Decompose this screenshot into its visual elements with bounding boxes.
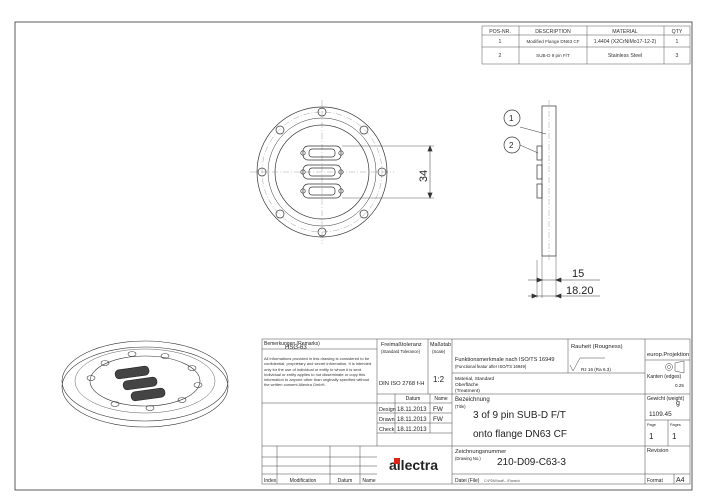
scale-value: 1:2 — [433, 375, 445, 384]
edges-label: Kanten (edges) — [647, 374, 682, 380]
surface-label: Oberfläche — [455, 382, 479, 388]
drawing-number-label: Zeichnungsnummer — [455, 449, 506, 455]
dimension-34: 34 — [418, 170, 430, 182]
parts-list-table — [481, 25, 691, 65]
date-header: Datum — [406, 396, 421, 402]
weight-unit: g — [676, 400, 680, 407]
disclaimer-text: All informations provided in this drawin… — [264, 356, 372, 388]
title-sub: (Title) — [455, 404, 466, 409]
tolerance-sub: (Standard Tolerance) — [381, 349, 421, 354]
check-date: 18.11.2013 — [397, 427, 427, 433]
modification-label: Modification — [290, 478, 317, 484]
balloon-1-label: 1 — [509, 114, 514, 123]
modification-name-label: Name — [362, 478, 376, 484]
scale-label: Maßstab — [430, 342, 451, 348]
format-label: Format — [647, 478, 663, 484]
design-name: FW — [433, 406, 444, 413]
drawn-label: Drawn — [379, 417, 395, 423]
title-line-2: onto flange DN63 CF — [473, 429, 567, 440]
sheet-border — [14, 21, 693, 491]
flange-front-view — [250, 100, 434, 244]
pages-label: Pages — [670, 423, 681, 427]
format-value: A4 — [676, 477, 685, 484]
remarks-value: HSG-63 — [285, 345, 307, 351]
parts-header-pos: POS-NR. — [489, 29, 511, 35]
allectra-logo: allectra — [389, 457, 438, 473]
revision-label: Revision — [647, 448, 668, 454]
features-label: Funktionsmerkmale nach ISO/TS 16949 — [455, 357, 555, 363]
design-label: Design — [379, 407, 396, 413]
tolerance-value: DIN ISO 2768 f-H — [379, 381, 424, 387]
parts-header-material: MATERIAL — [612, 29, 638, 35]
dimension-18-20: 18.20 — [566, 285, 594, 297]
check-label: Check — [379, 427, 395, 433]
treatment-label: (Treatment) — [455, 388, 480, 394]
parts-row-1-description: Modified Flange DN63 CF — [526, 39, 579, 44]
title-block — [261, 338, 691, 485]
parts-row-2-pos: 2 — [499, 53, 502, 59]
logo-accent — [394, 458, 400, 464]
modification-date-label: Datum — [338, 478, 353, 484]
name-header: Name — [434, 396, 448, 402]
parts-row-2-qty: 3 — [676, 53, 679, 59]
parts-row-1-pos: 1 — [499, 39, 502, 45]
parts-row-2-material: Stainless Steel — [608, 53, 642, 59]
pages-number: 1 — [672, 432, 677, 441]
weight-label: Gewicht (weight) — [647, 396, 685, 402]
parts-header-description: DESCRIPTION — [535, 29, 571, 35]
dimension-15: 15 — [572, 268, 584, 280]
design-date: 18.11.2013 — [397, 407, 427, 413]
tolerance-label: Freimaßtoleranz — [381, 342, 422, 348]
roughness-label: Rauheit (Rougness) — [571, 344, 623, 350]
parts-row-2-description: SUB-D 9 pin F/T — [536, 53, 570, 58]
projection-label: europ.Projektion — [647, 352, 689, 358]
roughness-value: Rz 16 (Ra 6.3) — [581, 367, 611, 372]
drawn-date: 18.11.2013 — [397, 417, 427, 423]
drawing-number: 210-D09-C63-3 — [497, 457, 566, 468]
material-label: Material, Standard — [455, 376, 495, 382]
file-label: Datei (File) — [455, 478, 480, 484]
features-sub: (Functional featur after ISO/TS 16949) — [455, 364, 527, 369]
flange-side-view — [503, 100, 600, 299]
parts-row-1-qty: 1 — [676, 39, 679, 45]
page-number: 1 — [649, 432, 654, 441]
balloon-2-label: 2 — [509, 141, 514, 150]
file-value: C:\PDMVault\...\Flansch — [484, 479, 520, 483]
remarks-label: Bemerkungen (Remarks) — [264, 341, 320, 347]
flange-isometric-view — [61, 340, 229, 428]
parts-row-1-material: 1.4404 (X2CrNiMo17-12-2) — [594, 39, 657, 45]
drawing-number-sub: (Drawing No.) — [455, 456, 481, 461]
title-label: Bezeichnung — [455, 397, 490, 403]
drawn-name: FW — [433, 416, 444, 423]
scale-sub: (Scale) — [432, 349, 446, 354]
weight-value: 1109.45 — [649, 411, 672, 418]
page-label: Page — [647, 423, 656, 427]
parts-header-qty: QTY — [672, 29, 683, 35]
index-label: Index — [264, 478, 277, 484]
edges-value: 0.25 — [675, 383, 684, 388]
title-line-1: 3 of 9 pin SUB-D F/T — [473, 410, 566, 421]
